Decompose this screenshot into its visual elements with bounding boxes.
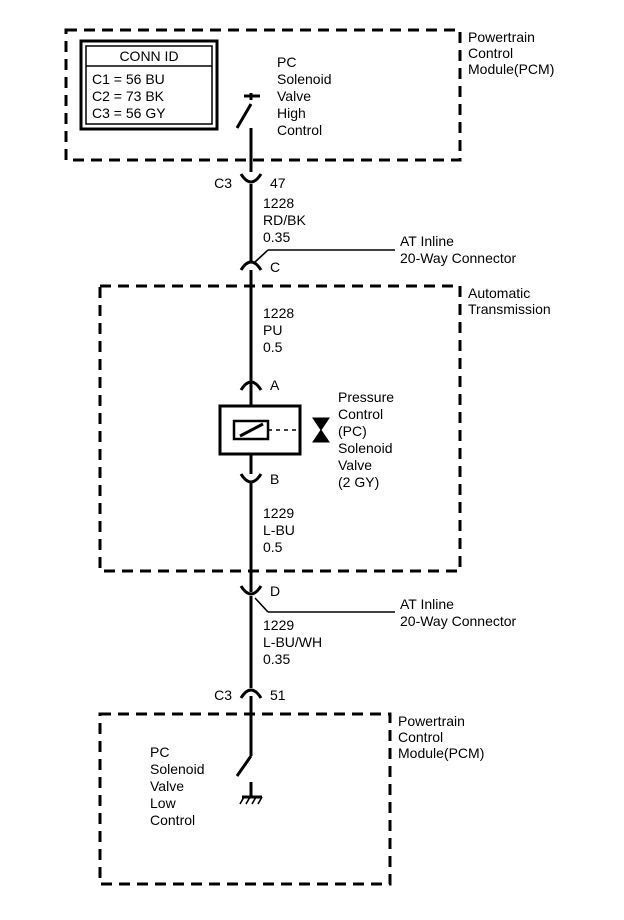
connector-c3-pin-51: C3 51	[214, 687, 286, 703]
switch-label-line: Valve	[150, 778, 184, 794]
wire-1228-pu-label: 1228 PU 0.5	[263, 305, 294, 355]
connector-name: C3	[214, 687, 232, 703]
connector-cup	[239, 173, 263, 184]
ground-hatch	[239, 796, 245, 805]
connector-c3-pin-47: C3 47	[214, 173, 286, 191]
connector-name: C3	[214, 175, 232, 191]
ground-icon	[239, 795, 263, 805]
wire-1228-rd-bk-label: 1228 RD/BK 0.35	[263, 195, 306, 245]
transmission-label: Automatic Transmission	[468, 285, 551, 317]
conn-id-inner-border	[85, 45, 213, 125]
conn-id-row: C3 = 56 GY	[92, 105, 166, 121]
pcm-bottom-boundary	[98, 712, 392, 886]
solenoid-label-line: Solenoid	[338, 440, 393, 456]
wire-circuit-number: 1228	[263, 195, 294, 211]
conn-id-row: C1 = 56 BU	[92, 71, 165, 87]
wire-1229-l-bu-label: 1229 L-BU 0.5	[263, 505, 295, 555]
conn-id-title: CONN ID	[119, 48, 178, 64]
transmission-label-line: Automatic	[468, 285, 530, 301]
inline-connector-label: AT Inline	[400, 596, 454, 612]
connector-cap	[239, 688, 263, 699]
switch-blade	[235, 755, 253, 777]
wire-color: L-BU	[263, 522, 295, 538]
solenoid-label-line: (2 GY)	[338, 474, 379, 490]
wire-gauge: 0.5	[263, 539, 283, 555]
conn-id-outer-border	[79, 39, 219, 131]
wire-gauge: 0.35	[263, 229, 290, 245]
connector-pin: 47	[270, 175, 286, 191]
pc-solenoid-low-control-switch	[235, 696, 263, 805]
solenoid-coil-winding	[239, 422, 264, 438]
connector-cap	[239, 260, 263, 271]
wire-color: RD/BK	[263, 212, 306, 228]
solenoid-pin-b: B	[239, 471, 279, 487]
pressure-control-solenoid-label: Pressure Control (PC) Solenoid Valve (2 …	[338, 389, 394, 490]
solenoid-label-line: Valve	[338, 457, 372, 473]
switch-label-line: Solenoid	[277, 71, 332, 87]
switch-label-line: Solenoid	[150, 761, 205, 777]
solenoid-label-line: Control	[338, 406, 383, 422]
solenoid-label-line: Pressure	[338, 389, 394, 405]
valve-icon	[312, 417, 330, 443]
pcm-bottom-label-line: Module(PCM)	[398, 745, 484, 761]
pcm-top-label: Powertrain Control Module(PCM)	[468, 29, 554, 77]
leader-line	[254, 249, 269, 263]
ground-hatch	[251, 796, 257, 805]
pcm-bottom-label: Powertrain Control Module(PCM)	[398, 713, 484, 761]
connector-cap	[239, 380, 263, 391]
inline-connector-label: AT Inline	[400, 233, 454, 249]
transmission-boundary	[98, 284, 462, 573]
switch-label-line: Valve	[277, 88, 311, 104]
pc-solenoid-high-control-switch	[235, 93, 260, 172]
solenoid-pin-a: A	[239, 377, 280, 393]
solenoid-label-line: (PC)	[338, 423, 367, 439]
wire-color: PU	[263, 322, 282, 338]
wire-circuit-number: 1228	[263, 305, 294, 321]
pcm-top-boundary	[64, 28, 462, 162]
inline-connector-d: D AT Inline 20-Way Connector	[239, 583, 517, 629]
connector-pin: D	[270, 583, 280, 599]
connector-pin: C	[270, 259, 280, 275]
switch-label-line: Control	[277, 122, 322, 138]
inline-connector-c: C AT Inline 20-Way Connector	[239, 233, 517, 275]
connector-cup	[239, 473, 263, 484]
pcm-top-label-line: Powertrain	[468, 29, 535, 45]
inline-connector-label: 20-Way Connector	[400, 250, 517, 266]
connector-pin: A	[270, 377, 280, 393]
pc-solenoid-high-control-label: PC Solenoid Valve High Control	[277, 54, 332, 138]
wire-color: L-BU/WH	[263, 634, 322, 650]
switch-label-line: High	[277, 105, 306, 121]
pcm-bottom-label-line: Control	[398, 729, 443, 745]
conn-id-table: CONN ID C1 = 56 BU C2 = 73 BK C3 = 56 GY	[79, 39, 219, 131]
conn-id-row: C2 = 73 BK	[92, 88, 165, 104]
wire-gauge: 0.35	[263, 651, 290, 667]
ground-hatch	[257, 796, 263, 805]
wire-circuit-number: 1229	[263, 505, 294, 521]
pcm-bottom-label-line: Powertrain	[398, 713, 465, 729]
wire-1229-l-bu-wh-label: 1229 L-BU/WH 0.35	[263, 617, 322, 667]
transmission-label-line: Transmission	[468, 301, 551, 317]
switch-label-line: Control	[150, 812, 195, 828]
inline-connector-label: 20-Way Connector	[400, 613, 517, 629]
leader-line	[254, 597, 269, 613]
switch-label-line: Low	[150, 795, 177, 811]
connector-cup	[239, 585, 263, 596]
pcm-top-label-line: Control	[468, 45, 513, 61]
wire-gauge: 0.5	[263, 339, 283, 355]
switch-blade	[235, 103, 253, 129]
connector-pin: B	[270, 471, 279, 487]
ground-hatch	[245, 796, 251, 805]
switch-label-line: PC	[277, 54, 296, 70]
wire-circuit-number: 1229	[263, 617, 294, 633]
pcm-top-label-line: Module(PCM)	[468, 61, 554, 77]
connector-pin: 51	[270, 687, 286, 703]
switch-label-line: PC	[150, 744, 169, 760]
pc-solenoid-low-control-label: PC Solenoid Valve Low Control	[150, 744, 205, 828]
pressure-control-solenoid	[218, 404, 330, 456]
